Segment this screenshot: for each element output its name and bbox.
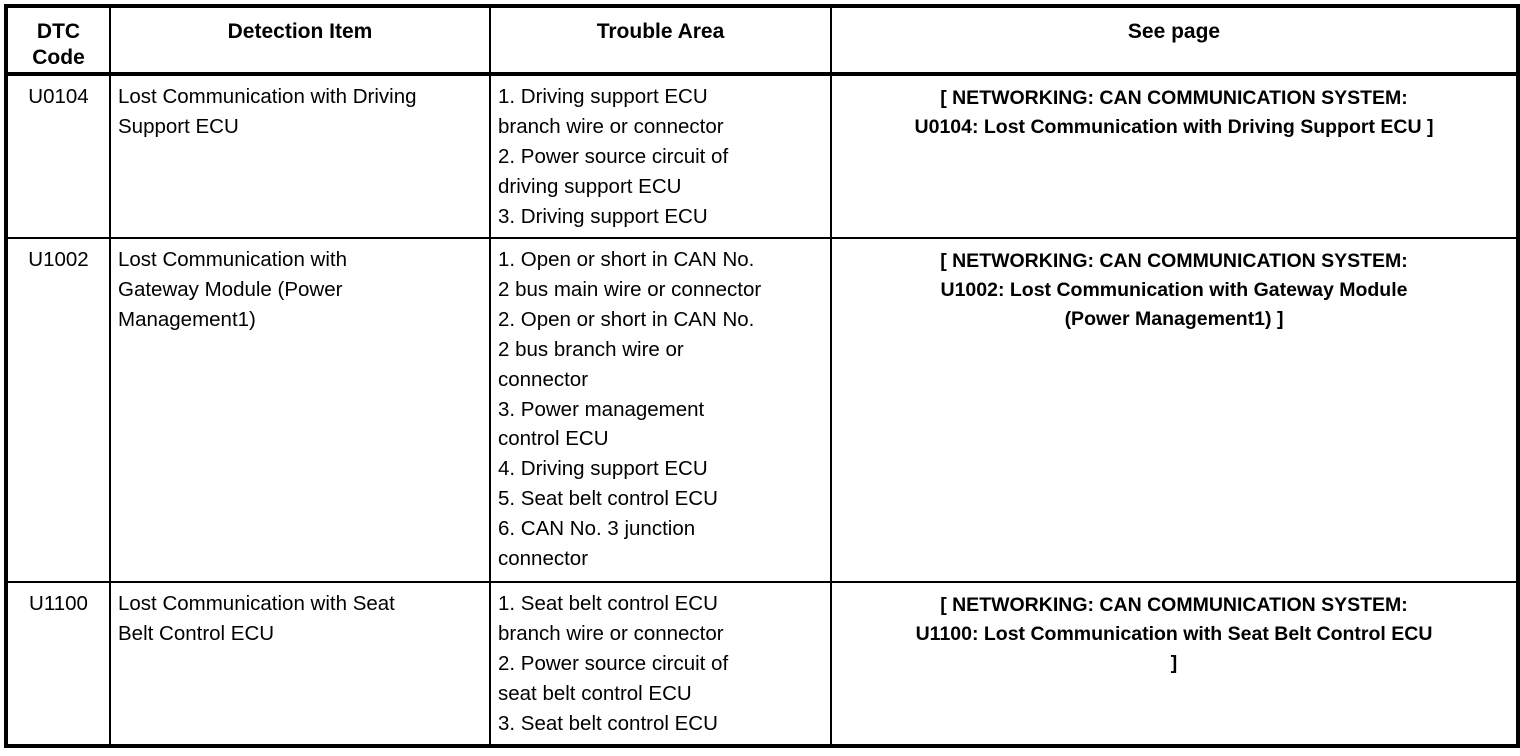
detection-item-cell-line: Management1) (118, 307, 256, 331)
trouble-area-cell-line: 2. Open or short in CAN No. (498, 307, 755, 331)
trouble-area-cell-line: 2. Power source circuit of (498, 651, 729, 675)
trouble-area-cell-line: 2 bus main wire or connector (498, 277, 762, 301)
detection-item-cell-line: Belt Control ECU (118, 621, 275, 645)
see-page-cell-line: [ NETWORKING: CAN COMMUNICATION SYSTEM: (940, 249, 1408, 272)
trouble-area-cell-line: branch wire or connector (498, 621, 724, 645)
trouble-area-cell-line: connector (498, 367, 589, 391)
trouble-area-cell: 1. Driving support ECU branch wire or con… (490, 73, 832, 239)
trouble-area-cell-line: 5. Seat belt control ECU (498, 487, 718, 511)
table-header: DTC Code Detection Item Trouble Area See… (6, 6, 1518, 76)
dtc-code-cell: U1100 (6, 581, 111, 746)
trouble-area-cell-line: 3. Seat belt control ECU (498, 711, 718, 735)
detection-item-cell-line: Gateway Module (Power (118, 277, 343, 301)
see-page-cell: [ NETWORKING: CAN COMMUNICATION SYSTEM: U… (831, 582, 1518, 746)
detection-item-cell-line: Lost Communication with (118, 247, 348, 271)
column-header-see-page: See page (831, 6, 1518, 76)
detection-item-cell-line: Support ECU (118, 114, 239, 138)
see-page-cell: [ NETWORKING: CAN COMMUNICATION SYSTEM: U… (831, 73, 1518, 239)
see-page-cell-line: U0104: Lost Communication with Driving S… (914, 116, 1434, 139)
trouble-area-cell: 1. Seat belt control ECU branch wire or c… (490, 581, 832, 746)
trouble-area-cell-line: 3. Power management (498, 397, 705, 421)
trouble-area-cell-line: 3. Driving support ECU (498, 204, 708, 228)
detection-item-cell-line: Lost Communication with Seat (118, 591, 395, 615)
trouble-area-cell-line: 2 bus branch wire or (498, 337, 684, 361)
column-header-dtc-code: DTC Code (6, 6, 111, 76)
see-page-cell-line: U1100: Lost Communication with Seat Belt… (915, 623, 1433, 646)
see-page-cell: [ NETWORKING: CAN COMMUNICATION SYSTEM: U… (831, 237, 1518, 583)
trouble-area-cell-line: seat belt control ECU (498, 681, 692, 705)
detection-item-cell-line: Lost Communication with Driving (118, 84, 417, 108)
trouble-area-cell-line: 1. Driving support ECU (498, 84, 708, 108)
see-page-cell-line: [ NETWORKING: CAN COMMUNICATION SYSTEM: (940, 593, 1408, 616)
trouble-area-cell: 1. Open or short in CAN No. 2 bus main wi… (490, 237, 832, 583)
see-page-cell-line: ] (1170, 652, 1178, 675)
header-line: DTC (36, 20, 81, 43)
dtc-code-cell: U1002 (6, 237, 111, 583)
header-row: DTC Code Detection Item Trouble Area See… (6, 6, 1518, 76)
dtc-code-cell: U0104 (6, 73, 111, 239)
trouble-area-cell-line: 2. Power source circuit of (498, 144, 729, 168)
dtc-code-table: DTC Code Detection Item Trouble Area See… (4, 4, 1520, 748)
column-header-detection-item: Detection Item (110, 6, 491, 76)
trouble-area-cell-line: connector (498, 547, 589, 571)
trouble-area-cell-line: 1. Open or short in CAN No. (498, 247, 755, 271)
see-page-cell-line: [ NETWORKING: CAN COMMUNICATION SYSTEM: (940, 86, 1408, 109)
trouble-area-cell-line: 4. Driving support ECU (498, 457, 708, 481)
header-line: Code (32, 46, 85, 70)
trouble-area-cell-line: control ECU (498, 427, 609, 451)
trouble-area-cell-line: 6. CAN No. 3 junction (498, 517, 696, 541)
trouble-area-cell-line: 1. Seat belt control ECU (498, 591, 718, 615)
trouble-area-cell-line: driving support ECU (498, 174, 682, 198)
see-page-cell-line: (Power Management1) ] (1064, 308, 1284, 331)
see-page-cell-line: U1002: Lost Communication with Gateway M… (940, 279, 1408, 302)
trouble-area-cell-line: branch wire or connector (498, 114, 724, 138)
column-header-trouble-area: Trouble Area (490, 6, 832, 76)
